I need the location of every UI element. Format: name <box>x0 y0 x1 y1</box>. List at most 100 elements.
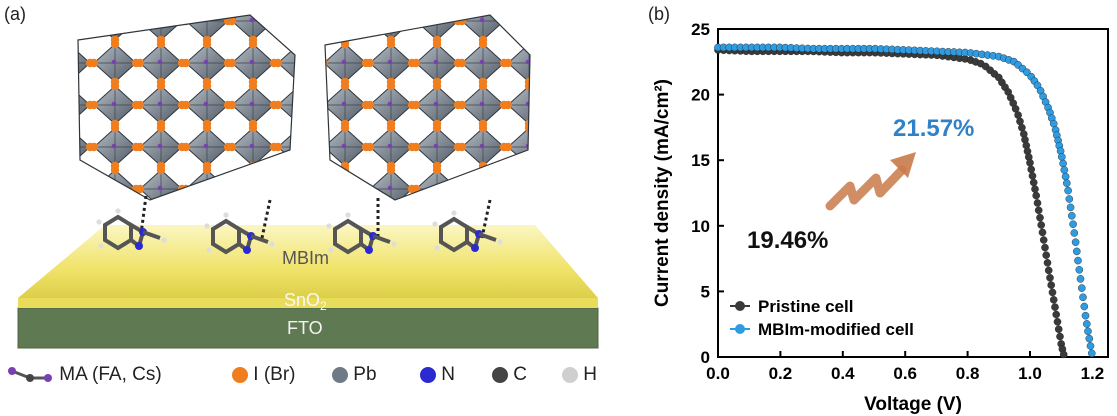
y-tick-label: 5 <box>701 282 710 301</box>
data-point <box>1041 243 1049 252</box>
x-tick-label: 0.4 <box>831 364 855 383</box>
y-tick-label: 0 <box>701 348 710 367</box>
x-tick-label: 0.2 <box>769 364 793 383</box>
legend-marker-modified <box>735 324 745 334</box>
panel-a-schematic: (a) <box>0 4 640 392</box>
data-point <box>1056 332 1064 341</box>
data-point <box>1081 311 1090 320</box>
bond-lines <box>139 195 492 239</box>
data-point <box>1034 206 1043 215</box>
y-tick-label: 10 <box>691 217 710 236</box>
modified-pce-annotation: 21.57% <box>893 115 974 142</box>
legend-pb: Pb <box>332 364 377 386</box>
legend-label-modified: MBIm-modified cell <box>758 320 914 339</box>
panel-a-label: (a) <box>4 4 26 24</box>
data-point <box>1049 119 1058 128</box>
data-point <box>1077 284 1086 292</box>
mbim-label: MBIm <box>282 248 329 268</box>
y-tick-label: 25 <box>691 20 710 39</box>
perovskite-block-right <box>324 14 531 201</box>
data-point <box>1014 111 1022 119</box>
fto-layer <box>18 308 598 348</box>
carbon-atom-icon <box>492 366 508 383</box>
panel-a-legend: MA (FA, Cs) I (Br) Pb N C H <box>0 362 640 392</box>
nitrogen-atom-icon <box>420 366 436 383</box>
series-modified <box>714 43 1096 358</box>
data-point <box>1057 153 1066 161</box>
data-point <box>1043 258 1052 267</box>
data-point <box>1071 238 1080 246</box>
data-point <box>1036 213 1044 222</box>
y-tick-label: 15 <box>691 151 710 170</box>
data-point <box>1082 320 1091 328</box>
x-axis-label: Voltage (V) <box>864 394 962 415</box>
data-point <box>1059 350 1068 359</box>
iodine-atom-icon <box>232 366 248 383</box>
data-point <box>1080 302 1089 311</box>
data-point <box>1049 295 1058 304</box>
data-point <box>1026 158 1034 167</box>
legend-ma: MA (FA, Cs) <box>6 364 162 386</box>
x-tick-label: 0.0 <box>706 364 730 383</box>
plot-frame <box>717 28 1109 358</box>
legend-h: H <box>562 364 597 386</box>
data-point <box>1087 349 1096 358</box>
data-point <box>1038 228 1047 237</box>
hydrogen-atom-icon <box>562 366 578 383</box>
data-point <box>1053 317 1062 326</box>
data-point <box>1032 191 1041 200</box>
data-point <box>1054 325 1063 334</box>
data-point <box>1027 165 1036 174</box>
pristine-pce-annotation: 19.46% <box>747 227 828 254</box>
data-point <box>1079 293 1087 302</box>
data-point <box>1070 229 1079 237</box>
legend-marker-pristine <box>735 301 745 311</box>
data-point <box>1048 288 1057 297</box>
data-series <box>714 43 1096 359</box>
data-point <box>1060 166 1069 174</box>
chart-legend: Pristine cell MBIm-modified cell <box>730 297 914 339</box>
x-tick-label: 1.2 <box>1081 364 1105 383</box>
perovskite-schematic: MBIm SnO2 FTO <box>17 14 599 349</box>
data-point <box>1062 179 1071 187</box>
data-point <box>1084 327 1092 336</box>
data-point <box>1085 334 1094 343</box>
x-tick-label: 1.0 <box>1018 364 1042 383</box>
data-point <box>1037 221 1046 229</box>
legend-i: I (Br) <box>232 364 296 386</box>
legend-label-pristine: Pristine cell <box>758 297 853 316</box>
y-axis-label: Current density (mA/cm²) <box>652 79 673 307</box>
data-point <box>1051 303 1059 311</box>
data-point <box>1029 178 1038 187</box>
data-point <box>1069 220 1077 228</box>
legend-n: N <box>420 364 455 386</box>
data-point <box>1074 256 1082 265</box>
data-point <box>1076 275 1085 283</box>
mbim-molecule <box>96 208 167 251</box>
data-point <box>1066 203 1075 212</box>
data-point <box>1028 172 1037 180</box>
data-point <box>1033 199 1042 207</box>
data-point <box>1044 266 1053 275</box>
data-point <box>1052 310 1061 319</box>
data-point <box>1061 172 1070 181</box>
data-point <box>1046 273 1054 282</box>
perovskite-block-left <box>77 14 296 201</box>
data-point <box>1059 159 1067 168</box>
lead-atom-icon <box>332 366 348 383</box>
data-point <box>1039 236 1048 244</box>
fto-label: FTO <box>287 318 323 338</box>
ma-molecule-icon <box>8 366 52 382</box>
data-point <box>1031 185 1039 193</box>
sno2-layer <box>18 225 598 298</box>
data-point <box>1086 342 1095 350</box>
data-point <box>1075 265 1084 274</box>
data-point <box>1067 211 1076 220</box>
x-tick-label: 0.8 <box>956 364 980 383</box>
data-point <box>1064 186 1072 195</box>
improvement-arrow-icon <box>825 152 916 211</box>
